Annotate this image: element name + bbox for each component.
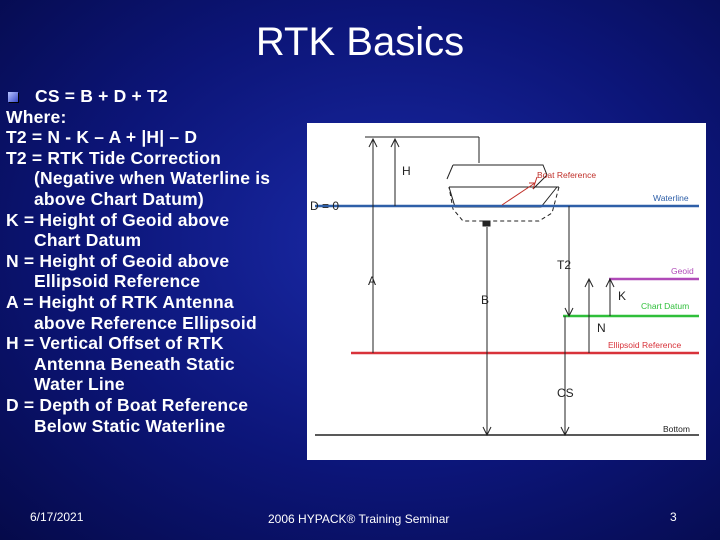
footer-page-number: 3 bbox=[670, 510, 677, 524]
rtk-diagram: H D = 0 A T2 B K N CS Bottom Boat Refere… bbox=[307, 123, 706, 460]
text-line: T2 = RTK Tide Correction bbox=[6, 147, 221, 168]
h-arrowhead bbox=[390, 137, 400, 148]
label-b: B bbox=[481, 293, 489, 307]
boat-reference-arrow bbox=[501, 182, 536, 206]
bullet-icon bbox=[8, 92, 18, 102]
a-arrowhead bbox=[368, 137, 378, 148]
boat-icon bbox=[446, 137, 560, 227]
text-line: Chart Datum bbox=[34, 230, 142, 251]
label-cs: CS bbox=[557, 386, 574, 400]
label-h: H bbox=[402, 164, 411, 178]
text-line: (Negative when Waterline is bbox=[34, 168, 271, 189]
label-boat-reference: Boat Reference bbox=[537, 170, 596, 180]
label-chart-datum: Chart Datum bbox=[641, 301, 689, 311]
text-line: above Reference Ellipsoid bbox=[34, 312, 257, 333]
label-ellipsoid-reference: Ellipsoid Reference bbox=[608, 340, 682, 350]
text-line: Where: bbox=[6, 106, 67, 127]
t2-arrowhead bbox=[564, 307, 574, 318]
slide-title: RTK Basics bbox=[255, 20, 465, 64]
rtk-diagram-svg: H D = 0 A T2 B K N CS Bottom Boat Refere… bbox=[310, 136, 699, 437]
text-line: Antenna Beneath Static bbox=[34, 353, 235, 374]
b-arrowhead bbox=[482, 426, 492, 437]
boat-reference-leader bbox=[534, 176, 538, 184]
label-geoid: Geoid bbox=[671, 266, 694, 276]
text-line: H = Vertical Offset of RTK bbox=[6, 333, 224, 354]
n-arrowhead bbox=[584, 277, 594, 288]
text-line: Below Static Waterline bbox=[34, 415, 226, 436]
text-line: D = Depth of Boat Reference bbox=[6, 394, 249, 415]
label-a: A bbox=[368, 274, 376, 288]
label-n: N bbox=[597, 321, 606, 335]
text-line: Water Line bbox=[34, 374, 125, 395]
text-line: A = Height of RTK Antenna bbox=[6, 291, 234, 312]
label-t2: T2 bbox=[557, 258, 571, 272]
label-d0: D = 0 bbox=[310, 199, 339, 213]
label-bottom: Bottom bbox=[663, 424, 690, 434]
label-waterline: Waterline bbox=[653, 193, 689, 203]
text-line: K = Height of Geoid above bbox=[6, 209, 230, 230]
footer-date: 6/17/2021 bbox=[30, 510, 84, 524]
k-arrowhead bbox=[605, 277, 615, 288]
text-line: N = Height of Geoid above bbox=[6, 250, 230, 271]
footer-center: 2006 HYPACK® Training Seminar bbox=[268, 512, 450, 526]
text-line: CS = B + D + T2 bbox=[35, 86, 168, 106]
text-line: Ellipsoid Reference bbox=[34, 271, 201, 292]
text-line: T2 = N - K – A + |H| – D bbox=[6, 127, 198, 148]
text-line: above Chart Datum) bbox=[34, 188, 204, 209]
label-k: K bbox=[618, 289, 626, 303]
cs-arrowhead bbox=[560, 426, 570, 437]
bullet-text-block: CS = B + D + T2 Where: T2 = N - K – A + … bbox=[6, 86, 306, 436]
